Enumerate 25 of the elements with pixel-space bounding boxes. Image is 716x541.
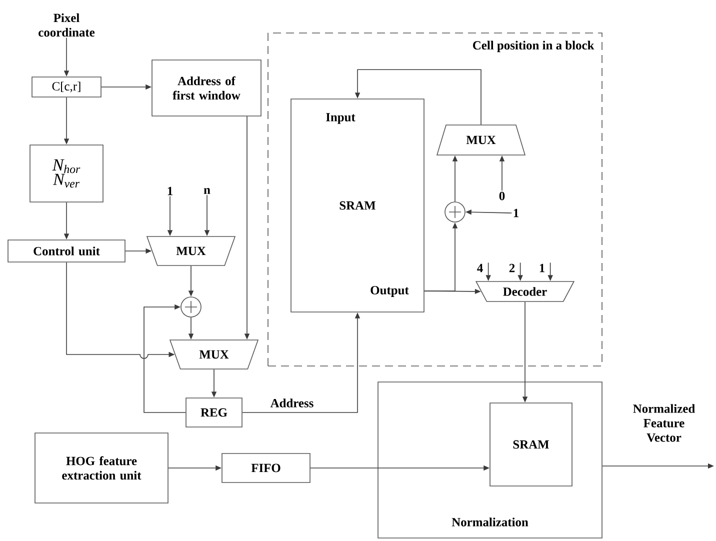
edge-label: Normalized Feature Vector xyxy=(623,403,705,443)
block-box: REG xyxy=(186,398,242,428)
signal-label: 4 xyxy=(477,264,483,272)
block-box: Control unit xyxy=(8,240,126,262)
signal-label: 2 xyxy=(509,264,515,272)
block-box: C[c,r] xyxy=(32,76,102,98)
block-box: SRAM xyxy=(490,402,572,486)
block-box: N$_{hor}$ N$_{ver}$ xyxy=(30,144,104,202)
edge-label: Address xyxy=(269,398,315,408)
block-box: Address of first window xyxy=(152,60,262,116)
block-box: HOG feature extraction unit xyxy=(34,432,168,504)
signal-label: n xyxy=(204,188,210,194)
signal-label: 0 xyxy=(499,192,505,200)
signal-label: Pixel coordinate xyxy=(38,13,95,37)
arrow xyxy=(144,304,186,413)
signal-label: 1 xyxy=(540,264,544,272)
mux-trapezoid: MUX xyxy=(146,236,236,266)
signal-label: 1 xyxy=(514,208,518,218)
adder-circle xyxy=(180,296,202,318)
memory-box: Input SRAM Output xyxy=(290,98,424,312)
adder-circle xyxy=(444,202,466,222)
decoder-trapezoid: Decoder xyxy=(475,281,575,302)
signal-label: 1 xyxy=(168,186,172,196)
block-box: FIFO xyxy=(222,453,310,483)
mux-trapezoid: MUX xyxy=(169,340,259,370)
